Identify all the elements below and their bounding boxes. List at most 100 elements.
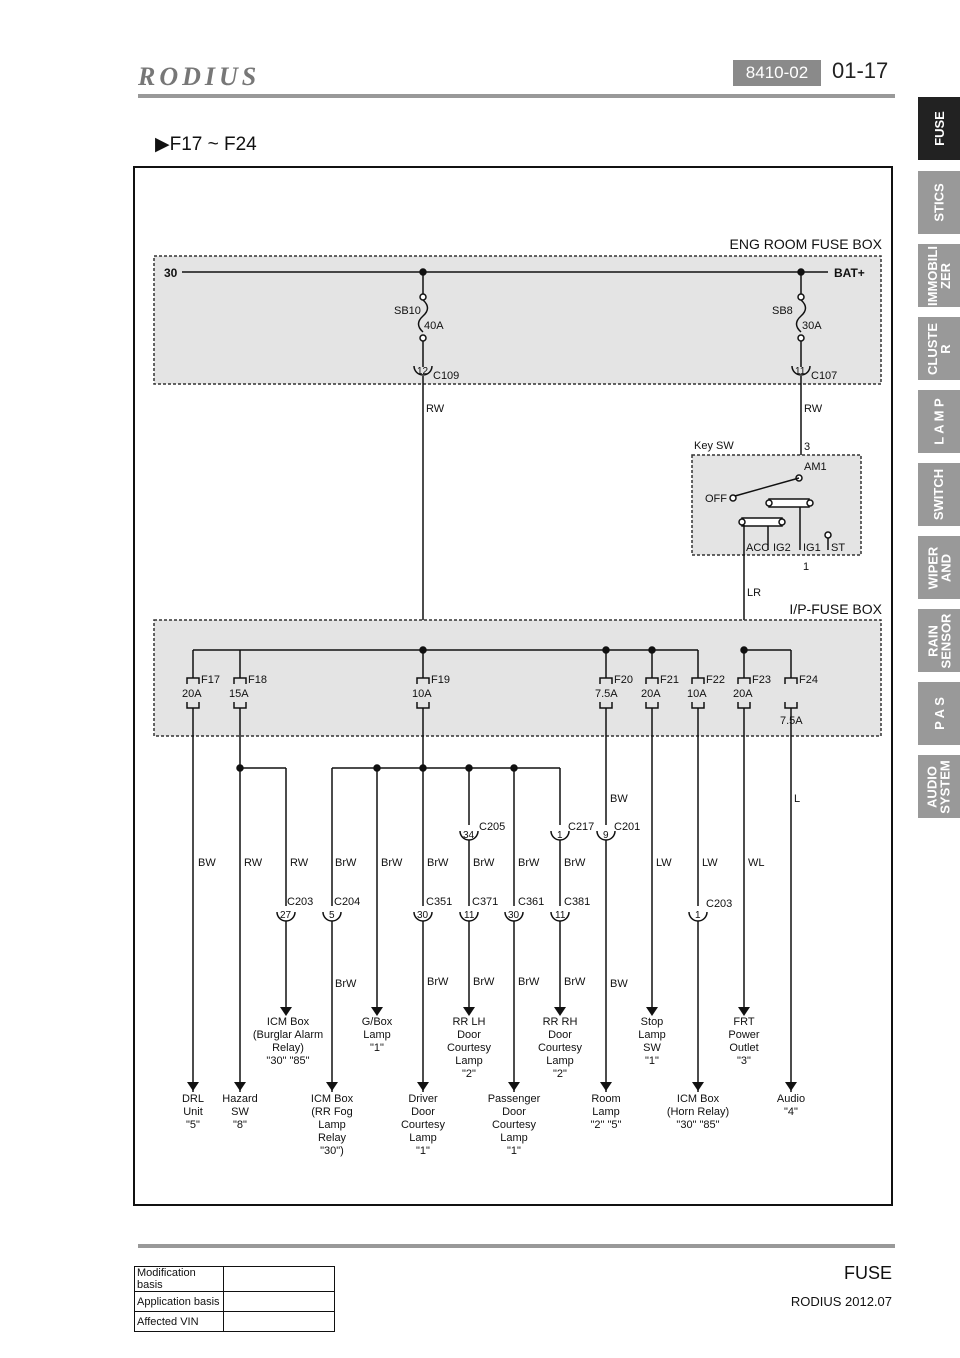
- footer-divider: [138, 1244, 895, 1248]
- eng-fuse-box: [153, 255, 882, 385]
- fuse-f22: [691, 650, 705, 906]
- section-title: ▶F17 ~ F24: [155, 134, 257, 155]
- tab-rain-sensor[interactable]: RAIN SENSOR: [918, 609, 960, 672]
- svg-text:7.5A: 7.5A: [595, 688, 618, 700]
- tab-cluster[interactable]: CLUSTE R: [918, 317, 960, 380]
- am1-label: AM1: [804, 461, 827, 473]
- fuse-f23: [737, 650, 751, 1007]
- brand-logo: RODIUS: [138, 62, 261, 91]
- tab-fuse[interactable]: FUSE: [918, 97, 960, 160]
- load-stop-lamp-sw: Stop Lamp SW "1": [638, 1016, 666, 1067]
- sb8-amp: 30A: [802, 320, 822, 332]
- svg-text:BrW: BrW: [564, 976, 586, 988]
- svg-text:C381: C381: [564, 896, 590, 908]
- load-icm-horn: ICM Box (Horn Relay) "30" "85": [666, 1093, 730, 1131]
- ig1-label: IG1: [803, 542, 821, 554]
- wire-bw-mid: BW: [610, 793, 628, 805]
- c109-label: C109: [433, 370, 459, 382]
- svg-text:27: 27: [280, 910, 292, 921]
- svg-text:BrW: BrW: [518, 857, 540, 869]
- svg-text:BW: BW: [198, 857, 216, 869]
- load-rr-rh-door: RR RH Door Courtesy Lamp "2": [537, 1016, 583, 1080]
- eng-box-title: ENG ROOM FUSE BOX: [730, 236, 883, 252]
- section-code-badge: 8410-02: [733, 60, 821, 86]
- svg-text:10A: 10A: [687, 688, 707, 700]
- tab-immobilizer[interactable]: IMMOBILI ZER: [918, 244, 960, 307]
- tab-lamp[interactable]: L A M P: [918, 390, 960, 453]
- c109-pin: 12: [417, 366, 429, 377]
- svg-text:20A: 20A: [641, 688, 661, 700]
- st-label: ST: [831, 542, 845, 554]
- svg-text:C371: C371: [472, 896, 498, 908]
- svg-text:F19: F19: [431, 674, 450, 686]
- svg-text:F22: F22: [706, 674, 725, 686]
- svg-text:11: 11: [555, 910, 566, 921]
- wiring-svg: ENG ROOM FUSE BOX 30 BAT+ SB10 40A 12 C1…: [153, 236, 883, 1092]
- svg-text:BrW: BrW: [427, 857, 449, 869]
- svg-text:F18: F18: [248, 674, 267, 686]
- svg-text:BrW: BrW: [564, 857, 586, 869]
- svg-text:C203: C203: [706, 898, 732, 910]
- tab-pas[interactable]: P A S: [918, 682, 960, 745]
- svg-text:BrW: BrW: [518, 976, 540, 988]
- key-pin-1: 1: [803, 561, 809, 573]
- svg-text:LW: LW: [702, 857, 718, 869]
- sb10-amp: 40A: [424, 320, 444, 332]
- svg-text:20A: 20A: [182, 688, 202, 700]
- sb8-label: SB8: [772, 305, 793, 317]
- off-label: OFF: [705, 493, 727, 505]
- bat-label: BAT+: [834, 266, 865, 280]
- page-number: 01-17: [832, 58, 889, 83]
- svg-text:1: 1: [557, 830, 563, 841]
- key-sw-title: Key SW: [694, 440, 734, 452]
- fuse-f17: [186, 650, 200, 1092]
- footer-section: FUSE: [843, 1263, 892, 1283]
- svg-text:C203: C203: [287, 896, 313, 908]
- svg-text:F23: F23: [752, 674, 771, 686]
- fuse-f18: [233, 650, 247, 1092]
- svg-text:BrW: BrW: [473, 976, 495, 988]
- svg-text:30: 30: [417, 910, 429, 921]
- svg-text:C201: C201: [614, 821, 640, 833]
- wiring-diagram: ENG ROOM FUSE BOX 30 BAT+ SB10 40A 12 C1…: [133, 166, 893, 1206]
- svg-text:C217: C217: [568, 821, 594, 833]
- wire-l-mid: L: [794, 793, 800, 805]
- ip-box-title: I/P-FUSE BOX: [789, 601, 882, 617]
- svg-text:30: 30: [508, 910, 520, 921]
- load-audio: Audio "4": [776, 1093, 806, 1118]
- svg-text:BrW: BrW: [335, 857, 357, 869]
- svg-text:BrW: BrW: [473, 857, 495, 869]
- svg-text:C361: C361: [518, 896, 544, 908]
- svg-text:F24: F24: [799, 674, 818, 686]
- table-row: Application basis: [134, 1291, 335, 1312]
- svg-text:RW: RW: [290, 857, 309, 869]
- fuse-f20: [599, 650, 613, 825]
- table-row: Modification basis: [134, 1266, 335, 1292]
- svg-text:BW: BW: [610, 978, 628, 990]
- load-arrows: [187, 1007, 797, 1091]
- svg-text:7.5A: 7.5A: [780, 715, 803, 727]
- modification-table: Modification basis Application basis Aff…: [134, 1266, 335, 1332]
- svg-text:11: 11: [464, 910, 475, 921]
- key-pin-3: 3: [804, 441, 810, 453]
- tab-wiper[interactable]: WIPER AND: [918, 536, 960, 599]
- svg-text:BrW: BrW: [335, 978, 357, 990]
- svg-text:9: 9: [603, 830, 609, 841]
- tab-audio-system[interactable]: AUDIO SYSTEM: [918, 755, 960, 818]
- svg-text:BrW: BrW: [381, 857, 403, 869]
- svg-text:BrW: BrW: [427, 976, 449, 988]
- footer-model: RODIUS 2012.07: [790, 1294, 892, 1309]
- load-driver-door: Driver Door Courtesy Lamp "1": [400, 1093, 446, 1157]
- table-row: Affected VIN: [134, 1311, 335, 1332]
- fuse-f21: [645, 650, 659, 1007]
- tab-stics[interactable]: STICS: [918, 171, 960, 234]
- svg-text:LW: LW: [656, 857, 672, 869]
- sb10-label: SB10: [394, 305, 421, 317]
- load-drl-unit: DRL Unit "5": [181, 1093, 204, 1131]
- svg-text:C205: C205: [479, 821, 505, 833]
- svg-text:1: 1: [695, 910, 701, 921]
- load-passenger-door: Passenger Door Courtesy Lamp "1": [487, 1093, 541, 1157]
- svg-text:10A: 10A: [412, 688, 432, 700]
- acc-label: ACC: [746, 542, 769, 554]
- tab-switch[interactable]: SWITCH: [918, 463, 960, 526]
